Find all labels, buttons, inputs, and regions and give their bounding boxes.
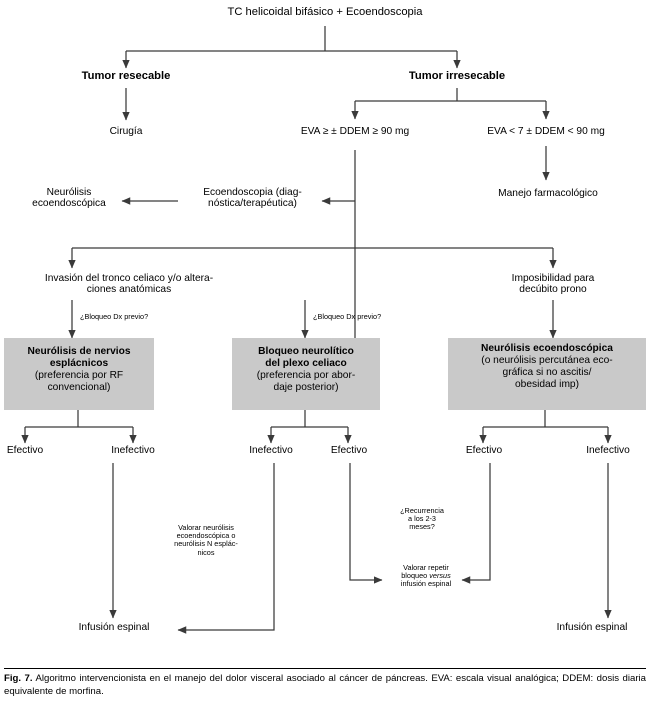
outcome-center-ineffective: Inefectivo — [249, 445, 293, 456]
caption-divider — [4, 668, 646, 669]
terminal-infusion-espinal-left: Infusión espinal — [78, 622, 150, 633]
annotation-versus-italic: versus — [429, 571, 451, 581]
outcome-center-effective: Efectivo — [330, 445, 368, 456]
flowchart-connectors — [21, 26, 612, 634]
caption-text: Fig. 7. Algoritmo intervencionista en el… — [4, 673, 646, 698]
annotation-valorar-repetir-pre: Valorar repetir bloqueo — [401, 563, 449, 581]
edge-center-ineffective-to-valorar — [349, 463, 383, 584]
node-tumor-irresecable: Tumor irresecable — [408, 70, 506, 82]
node-eva-baja: EVA < 7 ± DDEM < 90 mg — [487, 126, 605, 137]
node-imposibilidad-decubito-prono: Imposibilidad para decúbito prono — [511, 273, 595, 296]
treatment-box-bloqueo-neurolitico-plexo-celiaco: Bloqueo neurolítico del plexo celiaco (p… — [232, 338, 380, 410]
label-bloqueo-dx-previo-center: ¿Bloqueo Dx previo? — [313, 312, 382, 321]
node-root-tc-helicoidal: TC helicoidal bifásico + Ecoendoscopia — [227, 6, 423, 18]
annotation-valorar-repetir-bloqueo: Valorar repetir bloqueo versus infusión … — [386, 563, 466, 589]
caption-figure-number: Fig. 7. — [4, 673, 33, 684]
treatment-box-title: Neurólisis de nervios esplácnicos — [27, 346, 131, 370]
edge-left-ineffective-to-infusion — [177, 463, 275, 634]
node-invasion-tronco-celiaco: Invasión del tronco celiaco y/o altera- … — [44, 273, 214, 296]
node-ecoendoscopia: Ecoendoscopia (diag- nóstica/terapéutica… — [203, 187, 302, 210]
figure-caption: Fig. 7. Algoritmo intervencionista en el… — [4, 668, 646, 698]
outcome-right-effective: Efectivo — [465, 445, 503, 456]
node-neurolisis-ecoendoscopica-left: Neurólisis ecoendoscópica — [32, 187, 106, 210]
treatment-box-neurolisis-nervios-esplacnicos: Neurólisis de nervios esplácnicos (prefe… — [4, 338, 154, 410]
node-manejo-farmacologico: Manejo farmacológico — [498, 188, 598, 199]
treatment-box-title: Neurólisis ecoendoscópica — [481, 343, 613, 354]
treatment-box-title: Bloqueo neurolítico del plexo celiaco — [258, 346, 354, 370]
outcome-right-ineffective: Inefectivo — [586, 445, 630, 456]
outcome-left-effective: Efectivo — [6, 445, 44, 456]
node-tumor-resecable: Tumor resecable — [81, 70, 171, 82]
label-bloqueo-dx-previo-left: ¿Bloqueo Dx previo? — [80, 312, 149, 321]
annotation-recurrencia: ¿Recurrencia a los 2-3 meses? — [400, 506, 444, 532]
terminal-infusion-espinal-right: Infusión espinal — [556, 622, 628, 633]
caption-body: Algoritmo intervencionista en el manejo … — [4, 673, 646, 697]
treatment-box-neurolisis-ecoendoscopica: Neurólisis ecoendoscópica (o neurólisis … — [448, 338, 646, 410]
treatment-box-detail: (o neurólisis percutánea eco- gráfica si… — [481, 355, 613, 391]
edge-center-effective-to-valorar — [461, 463, 491, 584]
annotation-valorar-neurolisis: Valorar neurólisis ecoendoscópica o neur… — [174, 523, 238, 557]
node-cirugia: Cirugía — [109, 126, 143, 137]
treatment-box-detail: (preferencia por abor- daje posterior) — [256, 370, 356, 394]
treatment-box-detail: (preferencia por RF convencional) — [34, 370, 124, 394]
node-eva-alta: EVA ≥ ± DDEM ≥ 90 mg — [300, 126, 410, 137]
outcome-left-ineffective: Inefectivo — [111, 445, 155, 456]
annotation-valorar-repetir-post: infusión espinal — [400, 579, 452, 589]
